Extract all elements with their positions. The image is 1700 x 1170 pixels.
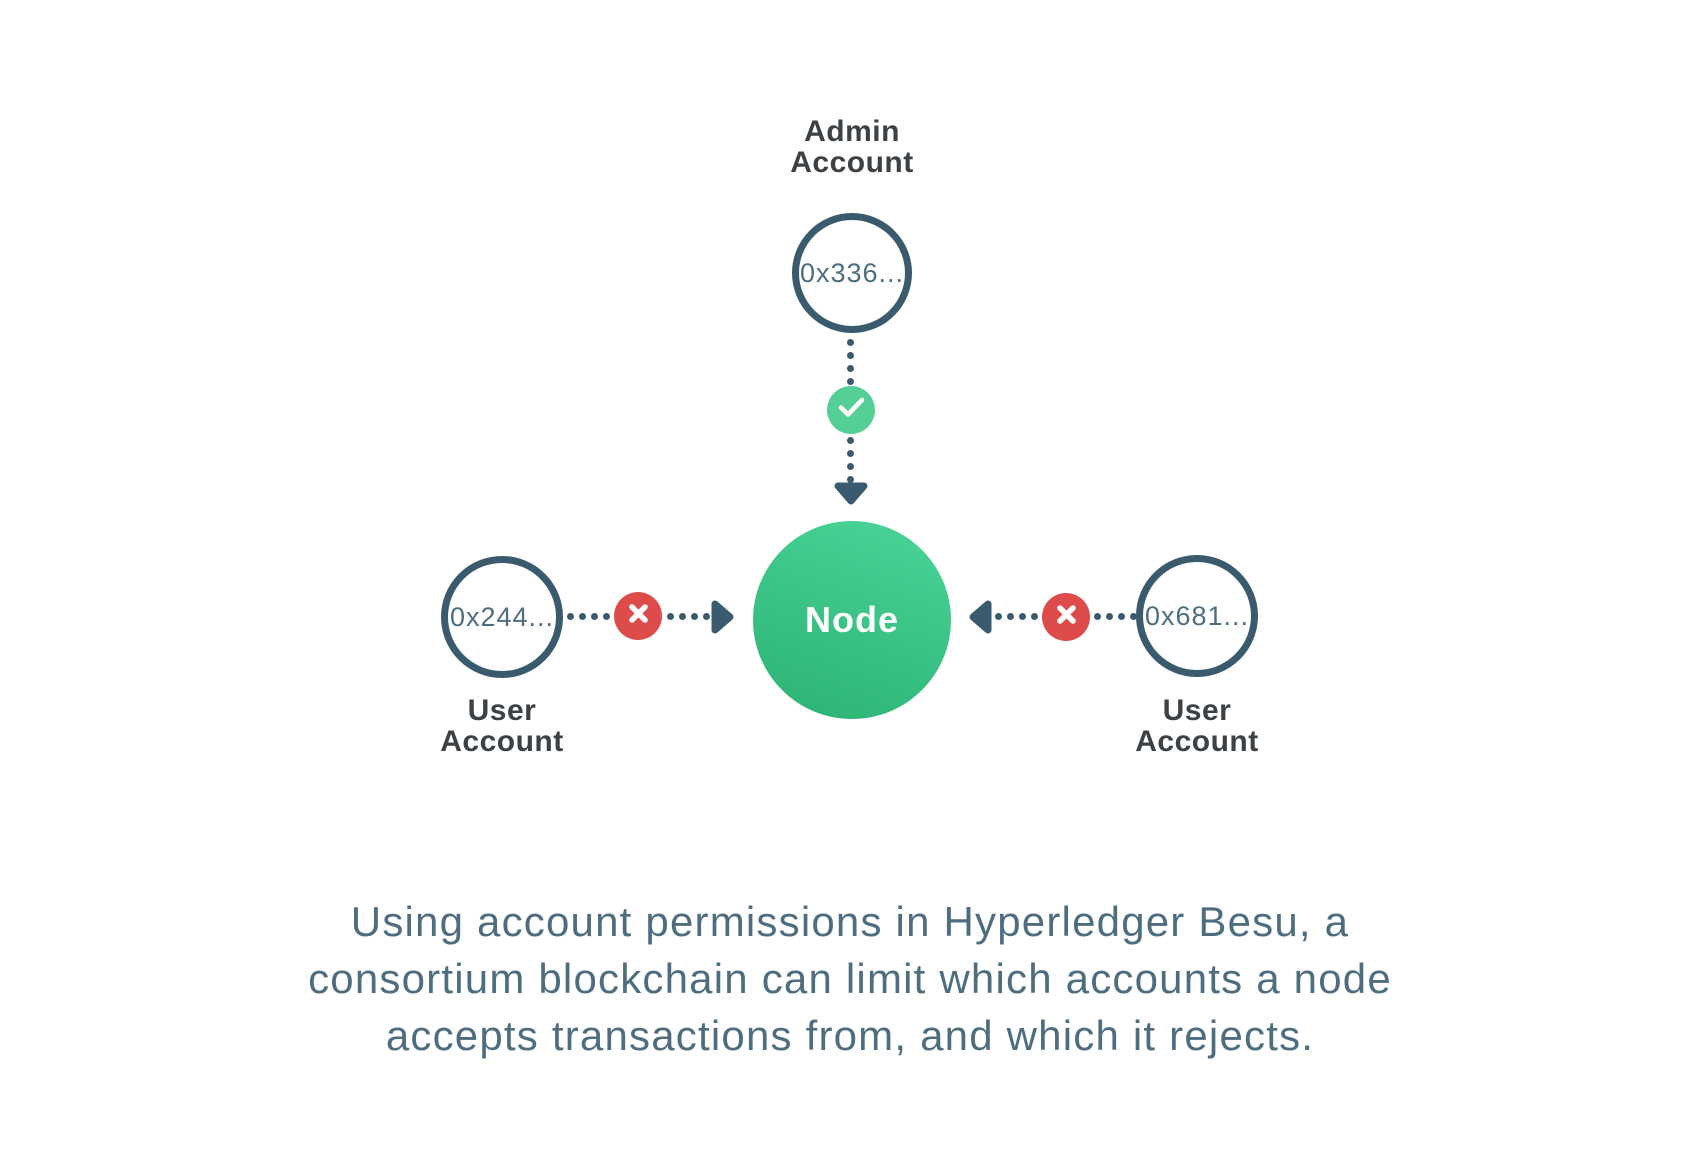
dotted-line-x-to-right-circle	[1094, 613, 1137, 620]
dot	[847, 463, 854, 470]
caption-line3: accepts transactions from, and which it …	[385, 1012, 1315, 1059]
dot	[847, 450, 854, 457]
dotted-line-check-to-node	[847, 437, 854, 483]
user-account-left-label: User Account	[352, 695, 652, 757]
node-label: Node	[805, 599, 899, 640]
dotted-line-left-to-x	[567, 613, 610, 620]
dot	[579, 613, 586, 620]
node-circle: Node	[753, 521, 951, 719]
permission-rejected-badge-left	[614, 592, 662, 640]
dot	[847, 437, 854, 444]
permission-rejected-badge-right	[1042, 593, 1090, 641]
dot	[679, 613, 686, 620]
dot	[847, 378, 854, 385]
caption: Using account permissions in Hyperledger…	[0, 893, 1700, 1064]
dot	[1031, 613, 1038, 620]
user-account-right-label: User Account	[1047, 695, 1347, 757]
caption-line2: consortium blockchain can limit which ac…	[308, 955, 1392, 1002]
dot	[1106, 613, 1113, 620]
dot	[1118, 613, 1125, 620]
dot	[1130, 613, 1137, 620]
dot	[603, 613, 610, 620]
dot	[1019, 613, 1026, 620]
caption-line1: Using account permissions in Hyperledger…	[350, 898, 1350, 945]
admin-account-circle: 0x336...	[792, 213, 912, 333]
dot	[1007, 613, 1014, 620]
dot	[995, 613, 1002, 620]
user-account-left-label-line1: User	[467, 694, 537, 727]
user-account-right-circle: 0x681...	[1136, 555, 1258, 677]
x-icon	[1055, 603, 1078, 631]
user-account-left-address: 0x244...	[449, 601, 555, 632]
dot	[667, 613, 674, 620]
admin-account-label: Admin Account	[702, 116, 1002, 178]
user-account-right-label-line2: Account	[1135, 725, 1259, 758]
user-account-right-address: 0x681...	[1144, 600, 1250, 631]
dot	[847, 352, 854, 359]
dotted-line-node-to-x-right	[995, 613, 1038, 620]
dot	[567, 613, 574, 620]
user-account-right-label-line1: User	[1162, 694, 1232, 727]
dot	[1094, 613, 1101, 620]
user-account-left-circle: 0x244...	[441, 556, 563, 678]
admin-account-label-line1: Admin	[804, 115, 900, 148]
permission-allowed-badge	[827, 386, 875, 434]
admin-account-address: 0x336...	[799, 257, 905, 288]
dot	[591, 613, 598, 620]
dot	[691, 613, 698, 620]
dot	[847, 476, 854, 483]
dot	[847, 339, 854, 346]
x-icon	[627, 602, 650, 630]
dotted-line-admin-to-check	[847, 339, 854, 385]
dot	[703, 613, 710, 620]
check-icon	[838, 397, 865, 423]
admin-account-label-line2: Account	[790, 146, 914, 179]
arrowhead-right-icon	[710, 599, 735, 635]
dotted-line-x-to-node-left	[667, 613, 710, 620]
user-account-left-label-line2: Account	[440, 725, 564, 758]
arrowhead-left-icon	[968, 599, 993, 635]
dot	[847, 365, 854, 372]
arrowhead-down-icon	[833, 481, 869, 506]
